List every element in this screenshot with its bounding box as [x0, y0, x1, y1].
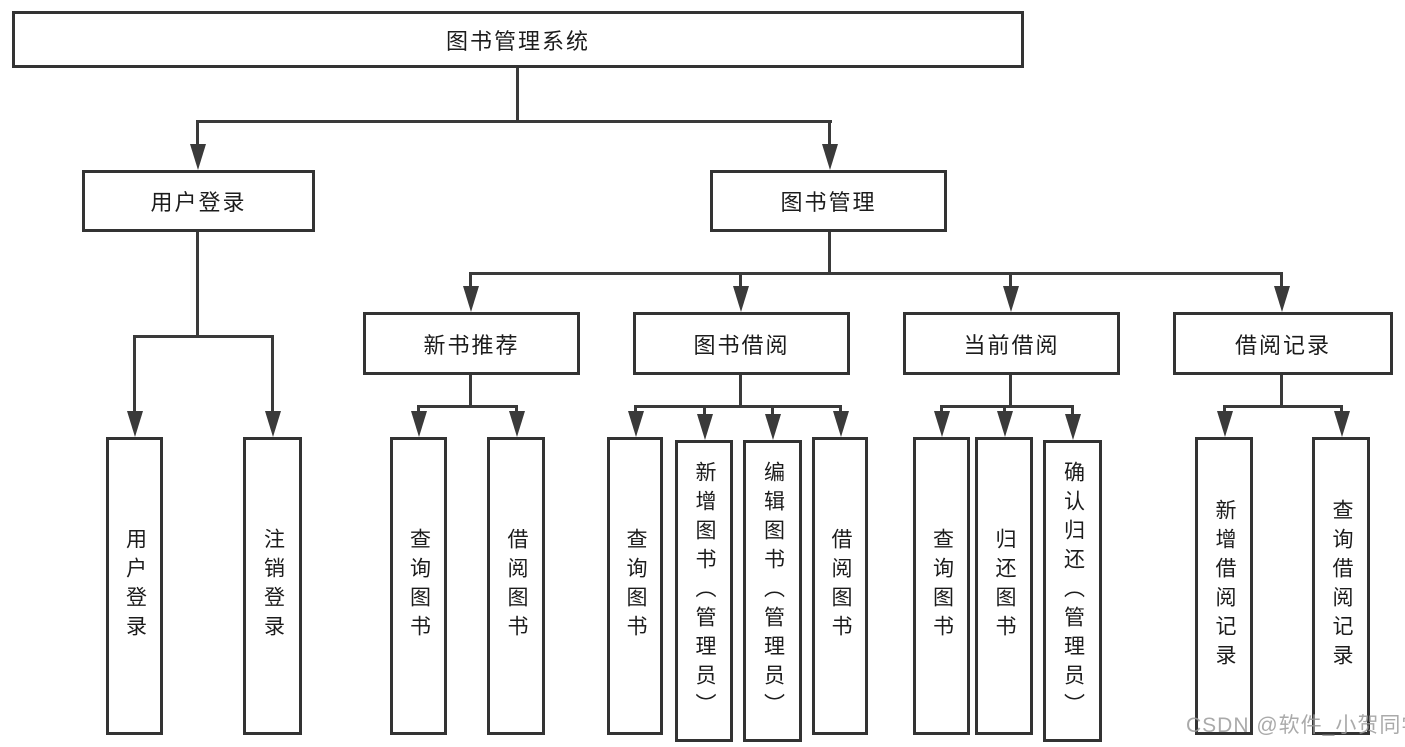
connector-line [469, 375, 472, 408]
arrow-down-icon [1274, 286, 1290, 312]
arrow-down-icon [697, 414, 713, 440]
connector-line [634, 405, 842, 408]
connector-line [828, 120, 831, 148]
connector-line [133, 335, 274, 338]
arrow-down-icon [822, 144, 838, 170]
connector-line [771, 405, 774, 417]
arrow-down-icon [628, 411, 644, 437]
leaf-query-borrow-record: 查询借阅记录 [1312, 437, 1370, 735]
node-label: 用户登录 [150, 190, 247, 215]
connector-line [739, 272, 742, 288]
connector-line [271, 335, 274, 413]
arrow-down-icon [765, 414, 781, 440]
leaf-edit-book-admin: 编辑图书（管理员） [743, 440, 802, 742]
leaf-borrow-book-1: 借阅图书 [487, 437, 545, 735]
node-label: 图书借阅 [693, 332, 790, 358]
connector-line [1009, 375, 1012, 408]
leaf-confirm-return-admin: 确认归还（管理员） [1043, 440, 1102, 742]
leaf-user-login: 用户登录 [106, 437, 163, 735]
leaf-borrow-book-2: 借阅图书 [812, 437, 868, 735]
connector-line [469, 272, 1283, 275]
connector-line [739, 375, 742, 408]
node-label: 借阅记录 [1234, 332, 1331, 358]
leaf-label: 注销登录 [261, 528, 285, 644]
leaf-label: 新增借阅记录 [1213, 499, 1236, 673]
leaf-label: 编辑图书（管理员） [761, 460, 785, 722]
arrow-down-icon [1217, 411, 1233, 437]
connector-line [417, 405, 420, 415]
node-book-management: 图书管理 [710, 170, 947, 232]
leaf-add-borrow-record: 新增借阅记录 [1195, 437, 1253, 735]
leaf-label: 确认归还（管理员） [1061, 460, 1085, 722]
connector-line [839, 405, 842, 415]
node-label: 当前借阅 [963, 332, 1060, 358]
leaf-label: 借阅图书 [505, 528, 528, 644]
leaf-query-book-2: 查询图书 [607, 437, 663, 735]
node-borrow-record: 借阅记录 [1173, 312, 1393, 375]
connector-line [828, 232, 831, 272]
arrow-down-icon [1065, 414, 1081, 440]
connector-line [196, 232, 199, 338]
node-user-login: 用户登录 [82, 170, 315, 232]
node-label: 图书管理系统 [445, 28, 590, 54]
connector-line [940, 405, 1074, 408]
arrow-down-icon [997, 411, 1013, 437]
leaf-logout: 注销登录 [243, 437, 302, 735]
connector-line [1223, 405, 1226, 415]
leaf-return-book: 归还图书 [975, 437, 1033, 735]
connector-line [1280, 375, 1283, 408]
leaf-query-book-3: 查询图书 [913, 437, 970, 735]
node-current-borrow: 当前借阅 [903, 312, 1120, 375]
leaf-label: 借阅图书 [829, 528, 852, 644]
connector-line [516, 68, 519, 120]
arrow-down-icon [265, 411, 281, 437]
connector-line [1223, 405, 1343, 408]
leaf-label: 用户登录 [123, 528, 147, 644]
connector-line [515, 405, 518, 415]
arrow-down-icon [127, 411, 143, 437]
connector-line [1340, 405, 1343, 415]
arrow-down-icon [1334, 411, 1350, 437]
connector-line [196, 120, 199, 148]
connector-line [133, 335, 136, 413]
arrow-down-icon [190, 144, 206, 170]
node-label: 图书管理 [780, 190, 877, 215]
connector-line [196, 120, 832, 123]
node-label: 新书推荐 [423, 332, 520, 358]
arrow-down-icon [934, 411, 950, 437]
connector-line [417, 405, 518, 408]
node-library-system: 图书管理系统 [12, 11, 1024, 68]
connector-line [634, 405, 637, 415]
node-new-book-recommend: 新书推荐 [363, 312, 580, 375]
leaf-label: 查询借阅记录 [1330, 499, 1353, 673]
csdn-watermark: CSDN @软件_小贺同学 [1186, 714, 1405, 737]
leaf-add-book-admin: 新增图书（管理员） [675, 440, 733, 742]
arrow-down-icon [833, 411, 849, 437]
leaf-query-book-1: 查询图书 [390, 437, 447, 735]
connector-line [469, 272, 472, 288]
arrow-down-icon [1003, 286, 1019, 312]
arrow-down-icon [733, 286, 749, 312]
connector-line [703, 405, 706, 417]
connector-line [1003, 405, 1006, 415]
arrow-down-icon [509, 411, 525, 437]
arrow-down-icon [411, 411, 427, 437]
leaf-label: 归还图书 [993, 528, 1016, 644]
leaf-label: 查询图书 [407, 528, 431, 644]
node-book-borrow: 图书借阅 [633, 312, 850, 375]
leaf-label: 查询图书 [624, 528, 647, 644]
connector-line [940, 405, 943, 415]
leaf-label: 新增图书（管理员） [693, 460, 716, 722]
connector-line [1280, 272, 1283, 288]
leaf-label: 查询图书 [930, 528, 954, 644]
connector-line [1009, 272, 1012, 288]
connector-line [1071, 405, 1074, 417]
arrow-down-icon [463, 286, 479, 312]
